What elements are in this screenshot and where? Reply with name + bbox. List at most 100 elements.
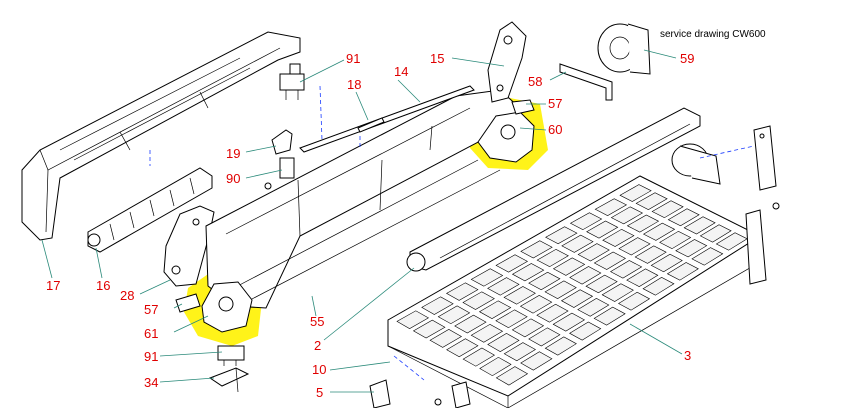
tray-cell: [495, 254, 529, 273]
tray-cell: [675, 239, 708, 258]
part-right-side-plates: [745, 125, 780, 285]
tray-cell: [478, 300, 512, 319]
tray-cell: [626, 268, 659, 287]
tray-cell: [585, 274, 618, 294]
tray-cell: [659, 230, 692, 250]
tray-cell: [618, 237, 651, 256]
part-15-right-end-plate: [487, 21, 527, 103]
tray-cell: [520, 240, 553, 259]
tray-cell: [528, 271, 561, 291]
drawing-caption: service drawing CW600: [660, 29, 766, 40]
label-60: 60: [548, 122, 562, 137]
part-5-clips: [369, 379, 471, 408]
tray-cell: [487, 277, 520, 296]
tray-cell: [642, 277, 675, 296]
tray-cell: [520, 351, 553, 371]
tray-cell: [594, 198, 628, 216]
label-19: 19: [226, 146, 240, 161]
tray-cell: [634, 245, 667, 264]
part-58-bracket: [559, 63, 613, 101]
label-17: 17: [46, 278, 60, 293]
tray-cell: [470, 268, 504, 287]
tray-cell: [503, 342, 536, 362]
tray-cell: [602, 228, 635, 247]
tray-cell: [446, 338, 479, 358]
label-18: 18: [347, 77, 361, 92]
tray-cell: [544, 280, 577, 299]
part-16-hinge: [87, 167, 213, 253]
tray-cell: [651, 200, 684, 219]
part-91-switch-top: [279, 63, 305, 100]
tray-cell: [396, 310, 430, 329]
tray-cell: [561, 234, 594, 253]
part-90-switch: [264, 157, 295, 190]
tray-cell: [511, 318, 545, 338]
tray-cell: [552, 312, 586, 332]
tray-cell: [421, 296, 454, 315]
part-17-side-cover: [21, 31, 301, 241]
label-91-top: 91: [346, 51, 360, 66]
tray-cell: [437, 305, 471, 325]
tray-cell: [577, 243, 610, 262]
tray-cell: [511, 263, 545, 282]
tray-cell: [429, 329, 463, 348]
tray-cell: [544, 336, 577, 356]
tray-cell: [528, 327, 561, 347]
tray-cell: [519, 295, 553, 314]
label-10: 10: [312, 362, 326, 377]
part-3-tray: [387, 175, 762, 408]
label-57-lower: 57: [144, 302, 158, 317]
part-57-plate-lower: [175, 293, 201, 313]
tray-cell: [545, 226, 578, 245]
tray-cell: [487, 333, 520, 352]
part-2-roller: [406, 107, 701, 272]
part-14-rod: [299, 85, 475, 153]
label-5: 5: [316, 385, 323, 400]
tray-cell: [626, 214, 660, 233]
tray-cell: [601, 283, 634, 302]
tray-cell: [462, 291, 495, 310]
tray-cell: [445, 282, 479, 301]
tray-cell: [691, 247, 724, 266]
part-57-plate-upper: [511, 99, 535, 115]
label-58: 58: [528, 74, 542, 89]
tray-cell: [552, 257, 586, 276]
part-91-switch-bottom: [217, 345, 245, 366]
tray-cell: [560, 289, 594, 308]
label-3: 3: [684, 348, 691, 363]
label-16: 16: [96, 278, 110, 293]
label-59: 59: [680, 51, 694, 66]
part-34-mount: [208, 367, 250, 393]
part-60-right-bracket: [477, 111, 535, 163]
leader-lines: [41, 49, 683, 393]
label-91-bottom: 91: [144, 349, 158, 364]
tray-cell: [642, 222, 676, 241]
tray-cell: [412, 319, 446, 339]
tray-cell: [593, 306, 626, 326]
label-55: 55: [310, 314, 324, 329]
part-19-clip: [271, 129, 293, 155]
tray-cell: [610, 206, 644, 225]
label-90: 90: [226, 171, 240, 186]
tray-cell: [454, 314, 487, 334]
tray-cell: [495, 366, 529, 386]
tray-cell: [536, 248, 569, 268]
tray-cell: [699, 224, 732, 243]
tray-cell: [593, 251, 627, 270]
tray-cell: [650, 253, 683, 273]
tray-cell: [619, 184, 652, 202]
tray-cell: [667, 208, 700, 227]
label-2: 2: [314, 338, 321, 353]
tray-cell: [617, 291, 651, 311]
tray-cell: [470, 323, 504, 343]
tray-cell: [635, 192, 668, 210]
tray-cell: [536, 303, 569, 323]
tray-cell: [586, 220, 619, 239]
tray-cell: [495, 309, 528, 329]
label-57-upper: 57: [548, 96, 562, 111]
label-28: 28: [120, 288, 134, 303]
label-15: 15: [430, 51, 444, 66]
tray-cell: [683, 216, 716, 235]
tray-cell: [577, 298, 610, 317]
